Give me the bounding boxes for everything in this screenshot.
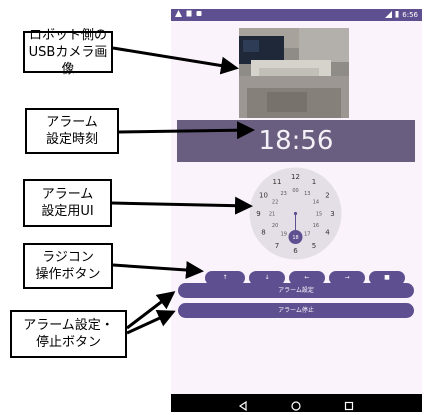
clock-hour-inner-00[interactable]: 00: [292, 188, 298, 194]
arrow-radio: [112, 261, 204, 279]
clock-hour-inner-17[interactable]: 17: [304, 232, 310, 238]
control-button-up[interactable]: ↑: [205, 271, 245, 285]
callout-radio-line2: 操作ボタン: [35, 267, 101, 282]
usb-camera-image: [239, 28, 349, 118]
app-icon: [196, 10, 202, 19]
clock-hour-9[interactable]: 9: [256, 210, 260, 218]
clock-hour-5[interactable]: 5: [312, 242, 316, 250]
clock-hour-7[interactable]: 7: [275, 242, 279, 250]
home-icon[interactable]: [290, 397, 302, 412]
clock-hour-2[interactable]: 2: [325, 192, 329, 200]
control-button-left[interactable]: ←: [289, 271, 325, 285]
stop-alarm-button[interactable]: アラーム停止: [178, 303, 414, 318]
callout-radio-buttons: ラジコン 操作ボタン: [23, 243, 113, 289]
callout-alarm-time-line1: アラーム: [46, 115, 98, 130]
clock-hour-inner-22[interactable]: 22: [272, 200, 278, 206]
back-icon[interactable]: [237, 397, 249, 412]
navigation-bar: [171, 394, 422, 412]
callout-alarm-time: アラーム 設定時刻: [25, 108, 119, 154]
clock-hour-inner-19[interactable]: 19: [281, 232, 287, 238]
callout-alarm-time-line2: 設定時刻: [45, 132, 98, 147]
status-time: 6:56: [402, 11, 418, 19]
arrow-stop-alarm: [126, 310, 176, 335]
callout-camera-line2: USBカメラ画像: [28, 44, 108, 77]
status-bar: 6:56: [171, 9, 422, 21]
clock-hour-inner-20[interactable]: 20: [272, 223, 278, 229]
callout-alarm-buttons-line1: アラーム設定・: [23, 318, 114, 333]
control-button-right[interactable]: →: [329, 271, 365, 285]
clock-hour-inner-23[interactable]: 23: [281, 191, 287, 197]
clock-hour-inner-18[interactable]: 18: [292, 235, 298, 241]
radio-control-buttons: ↑ ↓ ← → ■: [179, 271, 415, 285]
signal-icon: [385, 10, 393, 20]
clock-hour-11[interactable]: 11: [273, 178, 282, 186]
callout-alarm-ui-line1: アラーム: [41, 187, 94, 202]
set-alarm-button[interactable]: アラーム設定: [178, 283, 414, 298]
alarm-time-banner: 18:56: [177, 120, 415, 162]
callout-alarm-ui-line2: 設定用UI: [41, 204, 94, 219]
callout-camera-line1: ロボット側の: [28, 27, 107, 43]
callout-alarm-ui: アラーム 設定用UI: [23, 179, 112, 227]
clock-hour-8[interactable]: 8: [261, 229, 265, 237]
callout-camera: ロボット側の USBカメラ画像: [23, 28, 113, 77]
clock-hour-3[interactable]: 3: [330, 210, 334, 218]
callout-alarm-buttons-line2: 停止ボタン: [35, 335, 101, 350]
recents-icon[interactable]: [343, 397, 355, 412]
clock-hour-10[interactable]: 10: [259, 192, 268, 200]
clock-hour-inner-16[interactable]: 16: [313, 223, 319, 229]
alarm-time-display: 18:56: [258, 126, 334, 156]
control-button-stop[interactable]: ■: [369, 271, 405, 285]
clock-hour-inner-21[interactable]: 21: [269, 211, 275, 217]
arrow-camera: [112, 46, 239, 75]
file-icon: [186, 10, 192, 19]
callout-alarm-buttons: アラーム設定・ 停止ボタン: [10, 310, 127, 358]
clock-hour-inner-13[interactable]: 13: [304, 191, 310, 197]
arrow-alarm-time: [118, 121, 255, 140]
clock-hour-inner-14[interactable]: 14: [313, 200, 319, 206]
clock-hour-1[interactable]: 1: [312, 178, 316, 186]
clock-hour-4[interactable]: 4: [325, 229, 330, 237]
callout-radio-line1: ラジコン: [42, 250, 94, 265]
arrow-set-alarm: [126, 291, 176, 330]
clock-hour-inner-15[interactable]: 15: [316, 211, 322, 217]
control-button-down[interactable]: ↓: [249, 271, 285, 285]
clock-hour-12[interactable]: 12: [291, 173, 300, 181]
warning-icon: [175, 10, 182, 19]
arrow-alarm-ui: [111, 196, 253, 215]
battery-icon: [395, 10, 399, 20]
clock-hour-6[interactable]: 6: [293, 247, 298, 255]
